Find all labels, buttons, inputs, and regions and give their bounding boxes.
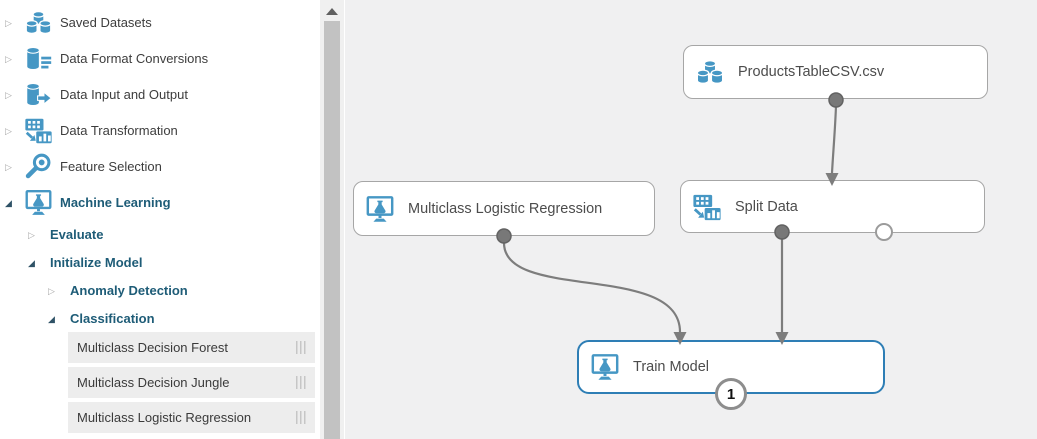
- connection-products-to-split: [830, 105, 838, 174]
- scroll-up-arrow-icon[interactable]: [326, 8, 338, 15]
- module-item-label: Multiclass Decision Jungle: [77, 375, 230, 390]
- sidebar-item-label: Saved Datasets: [60, 14, 152, 30]
- chevron-expanded-icon[interactable]: [48, 310, 61, 326]
- chevron-right-icon[interactable]: [5, 14, 18, 30]
- sidebar-item-machine-learning[interactable]: Machine Learning: [0, 184, 320, 220]
- sidebar-item-data-transformation[interactable]: Data Transformation: [0, 112, 320, 148]
- chevron-right-icon[interactable]: [5, 50, 18, 66]
- feature-selection-icon: [24, 152, 53, 181]
- chevron-expanded-icon[interactable]: [5, 194, 18, 210]
- sidebar-scrollbar[interactable]: [320, 0, 344, 439]
- sidebar-item-label: Machine Learning: [60, 194, 171, 210]
- chevron-expanded-icon[interactable]: [28, 254, 41, 270]
- module-item-multiclass-logistic-regression[interactable]: Multiclass Logistic Regression: [68, 402, 315, 433]
- train-model-output-port-badge[interactable]: 1: [715, 378, 747, 410]
- node-label: Train Model: [633, 359, 710, 375]
- node-label: Multiclass Logistic Regression: [408, 200, 603, 217]
- module-tree: Saved Datasets Data Format Conversions D…: [0, 4, 320, 437]
- sidebar-item-label: Classification: [70, 310, 155, 326]
- drag-grip-icon: [296, 341, 306, 354]
- sidebar-item-label: Anomaly Detection: [70, 282, 188, 298]
- node-split-data[interactable]: Split Data: [680, 180, 985, 233]
- sidebar-item-anomaly-detection[interactable]: Anomaly Detection: [0, 276, 320, 304]
- data-format-conversions-icon: [24, 44, 53, 73]
- experiment-canvas[interactable]: ProductsTableCSV.csv Multiclass Logistic…: [345, 0, 1037, 439]
- module-item-label: Multiclass Logistic Regression: [77, 410, 252, 425]
- sidebar-item-label: Initialize Model: [50, 254, 143, 270]
- module-palette-sidebar: Saved Datasets Data Format Conversions D…: [0, 0, 345, 439]
- sidebar-item-feature-selection[interactable]: Feature Selection: [0, 148, 320, 184]
- sidebar-item-label: Data Input and Output: [60, 86, 188, 102]
- sidebar-item-label: Feature Selection: [60, 158, 162, 174]
- chevron-right-icon[interactable]: [5, 122, 18, 138]
- chevron-right-icon[interactable]: [28, 226, 41, 242]
- sidebar-item-evaluate[interactable]: Evaluate: [0, 220, 320, 248]
- node-label: Split Data: [735, 198, 798, 215]
- sidebar-item-data-input-and-output[interactable]: Data Input and Output: [0, 76, 320, 112]
- node-multiclass-logistic-regression[interactable]: Multiclass Logistic Regression: [353, 181, 655, 236]
- sidebar-item-saved-datasets[interactable]: Saved Datasets: [0, 4, 320, 40]
- data-input-output-icon: [24, 80, 53, 109]
- node-productstablecsv[interactable]: ProductsTableCSV.csv: [683, 45, 988, 99]
- sidebar-item-initialize-model[interactable]: Initialize Model: [0, 248, 320, 276]
- sidebar-item-data-format-conversions[interactable]: Data Format Conversions: [0, 40, 320, 76]
- scrollbar-thumb[interactable]: [324, 21, 340, 439]
- drag-grip-icon: [296, 411, 306, 424]
- data-transformation-icon: [692, 192, 722, 222]
- module-item-multiclass-decision-forest[interactable]: Multiclass Decision Forest: [68, 332, 315, 363]
- machine-learning-icon: [24, 188, 53, 217]
- saved-datasets-icon: [695, 57, 725, 87]
- sidebar-item-label: Data Format Conversions: [60, 50, 209, 66]
- chevron-right-icon[interactable]: [5, 86, 18, 102]
- saved-datasets-icon: [24, 8, 53, 37]
- connection-mlr-to-train: [502, 242, 682, 333]
- module-item-multiclass-decision-jungle[interactable]: Multiclass Decision Jungle: [68, 367, 315, 398]
- drag-grip-icon: [296, 376, 306, 389]
- sidebar-item-classification[interactable]: Classification: [0, 304, 320, 332]
- chevron-right-icon[interactable]: [5, 158, 18, 174]
- sidebar-item-label: Evaluate: [50, 226, 104, 242]
- data-transformation-icon: [24, 116, 53, 145]
- sidebar-item-label: Data Transformation: [60, 122, 178, 138]
- node-label: ProductsTableCSV.csv: [738, 64, 885, 80]
- chevron-right-icon[interactable]: [48, 282, 61, 298]
- machine-learning-icon: [590, 352, 620, 382]
- machine-learning-icon: [365, 194, 395, 224]
- module-item-label: Multiclass Decision Forest: [77, 340, 228, 355]
